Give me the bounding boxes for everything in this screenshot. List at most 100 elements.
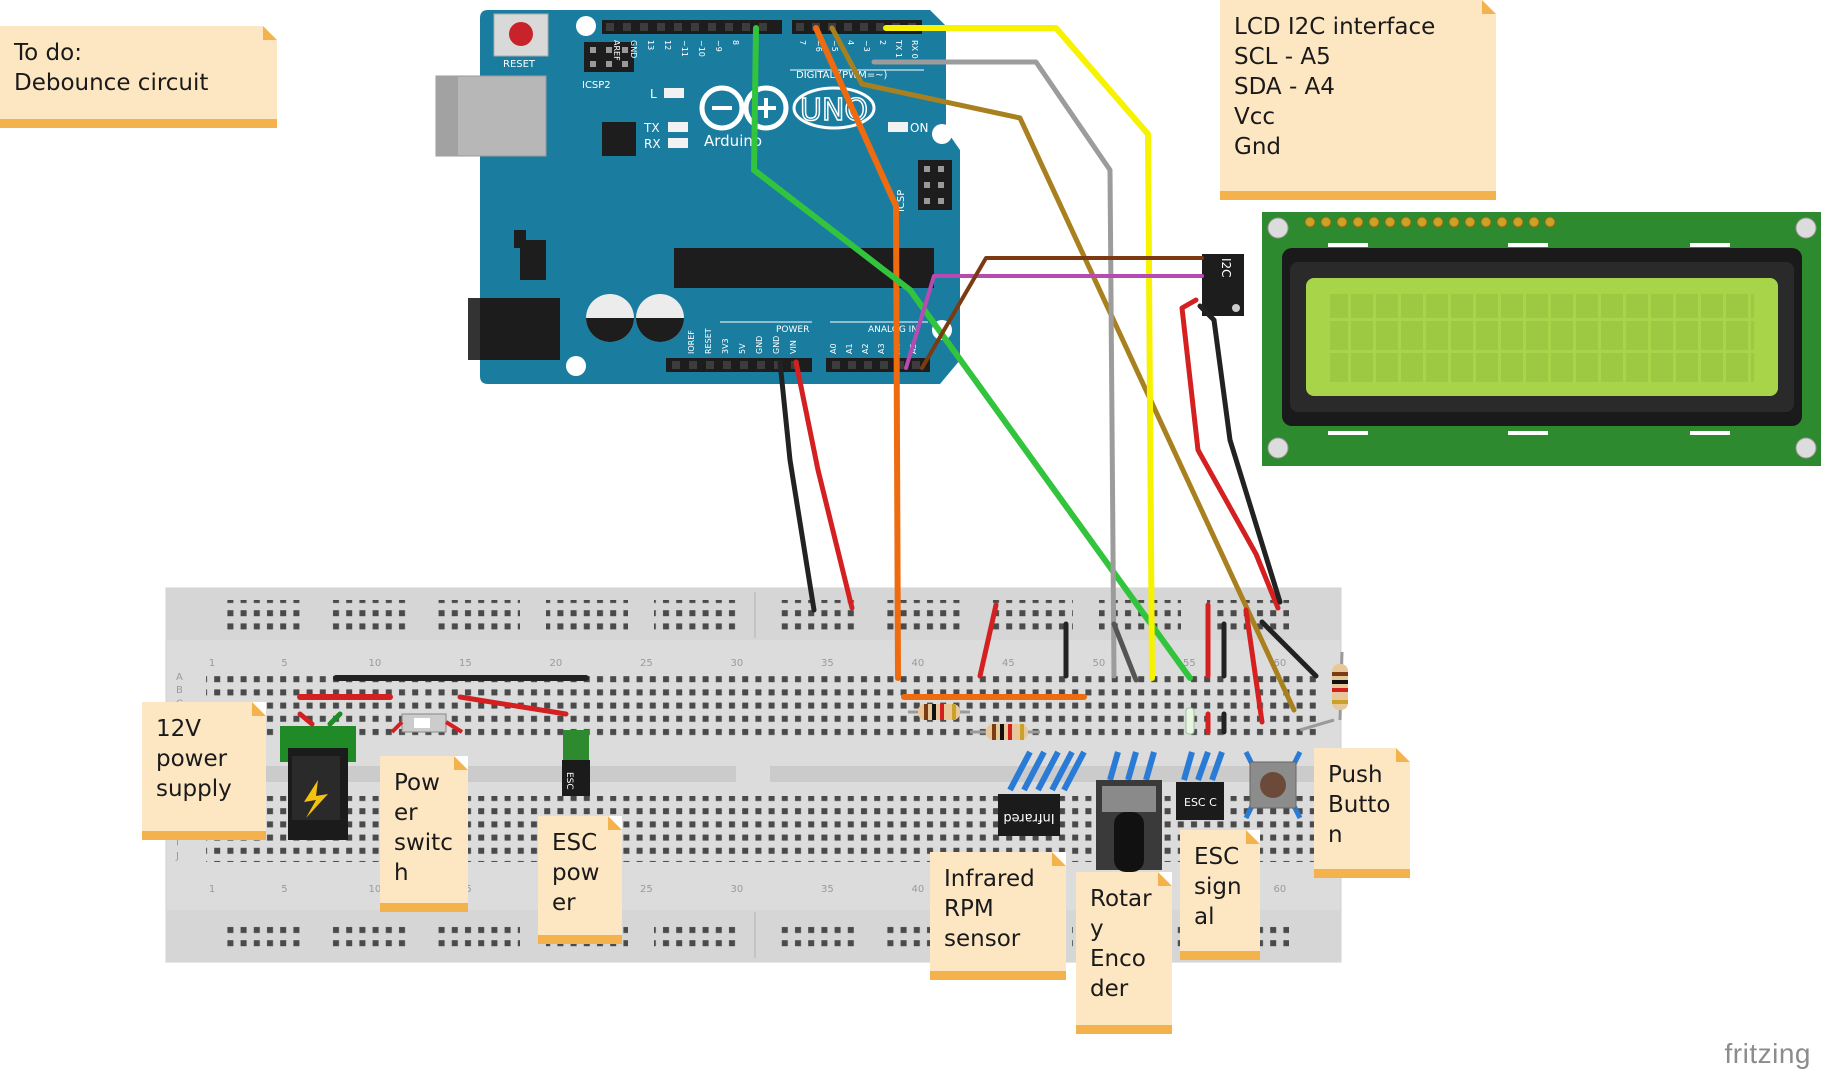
esc-signal-connector: ESC C: [1176, 750, 1225, 820]
infrared-sensor: Infrared: [998, 750, 1087, 836]
wire-brown-scl: [920, 256, 1204, 370]
resistor: [970, 724, 1040, 740]
lcd-pin: [1384, 216, 1396, 228]
pin-label: 8: [731, 40, 740, 45]
led-l: [664, 88, 684, 98]
note-rotary-encoder: Rotar y Enco der: [1076, 872, 1172, 1034]
pin-label: 5V: [738, 343, 747, 354]
column-number: 25: [640, 884, 653, 895]
wire-orange: [813, 25, 901, 681]
pin-label: ~10: [697, 40, 706, 57]
column-number: 40: [912, 658, 925, 669]
status-led: [1185, 707, 1195, 735]
note-line: SDA - A4: [1234, 74, 1335, 100]
column-number: 30: [731, 884, 744, 895]
note-line: RPM: [944, 896, 994, 922]
note-line: Gnd: [1234, 134, 1281, 160]
pin-label: GND: [772, 336, 781, 354]
column-number: 35: [821, 658, 834, 669]
note-line: Push: [1328, 762, 1383, 788]
lcd-pin: [1352, 216, 1364, 228]
wire-gray-lead: [1111, 621, 1139, 683]
pin-label: ~6: [814, 40, 823, 52]
note-line: ESC: [1194, 844, 1240, 870]
wire-green: [751, 25, 1193, 681]
note-line: Pow: [394, 770, 440, 796]
note-lcd-i2c-interface: LCD I2C interface SCL - A5 SDA - A4 Vcc …: [1220, 0, 1496, 200]
header-pin: [672, 361, 680, 369]
column-number: 50: [1093, 658, 1106, 669]
header-pin: [742, 23, 750, 31]
lcd-pin: [1480, 216, 1492, 228]
lcd-pin: [1496, 216, 1508, 228]
note-line: 12V: [156, 716, 202, 742]
note-push-button: Push Butto n: [1314, 748, 1410, 878]
pin-label: ~3: [862, 40, 871, 52]
brand-label: Arduino: [704, 132, 762, 150]
header-pin: [674, 23, 682, 31]
header-pin: [706, 361, 714, 369]
pin-label: A2: [861, 343, 870, 354]
mounting-hole: [1795, 217, 1817, 239]
power-header: [666, 358, 812, 372]
dc-power-jack: [468, 298, 560, 360]
note-line: pow: [552, 860, 600, 886]
resistor: [908, 704, 970, 720]
pin-label: TX 1: [894, 39, 903, 58]
row-letter: B: [176, 685, 183, 696]
note-line: al: [1194, 904, 1215, 930]
icsp2-header: [584, 42, 634, 72]
header-pin: [725, 23, 733, 31]
column-number: 5: [281, 658, 287, 669]
header-pin: [657, 23, 665, 31]
led-rx: [668, 138, 688, 148]
pin-label: A0: [829, 343, 838, 354]
header-pin: [832, 361, 840, 369]
pin-label: 7: [798, 40, 807, 45]
power-switch[interactable]: [390, 713, 464, 734]
header-pin: [896, 361, 904, 369]
resistor: [1299, 651, 1348, 732]
note-line: n: [1328, 822, 1343, 848]
wire-gold: [829, 25, 1297, 713]
l-label: L: [650, 87, 657, 101]
esc-signal-chip-label: ESC C: [1184, 796, 1217, 809]
note-line: der: [1090, 976, 1129, 1002]
note-line: Infrared: [944, 866, 1035, 892]
pin-label: 3V3: [721, 338, 730, 354]
top-rail-holes: [222, 600, 1289, 630]
lcd-pin: [1464, 216, 1476, 228]
note-12v-power-supply: 12V power supply: [142, 702, 266, 840]
wire-purple-sda: [904, 274, 1204, 370]
pin-label: VIN: [789, 340, 798, 354]
column-number: 1: [209, 658, 215, 669]
header-pin: [848, 361, 856, 369]
wire-lcd-gnd-black: [1197, 303, 1283, 605]
column-number: 10: [369, 658, 382, 669]
lcd-pin: [1416, 216, 1428, 228]
note-line: To do:: [14, 40, 82, 66]
push-button[interactable]: [1243, 750, 1303, 820]
header-pin: [880, 361, 888, 369]
column-number: 5: [281, 884, 287, 895]
rotary-encoder[interactable]: [1096, 751, 1162, 872]
mounting-hole: [566, 356, 586, 376]
column-number: 45: [1002, 658, 1015, 669]
wire-black-resistor: [1259, 619, 1319, 679]
header-pin: [623, 23, 631, 31]
pin-label: IOREF: [687, 330, 696, 354]
header-pin: [796, 23, 804, 31]
esc-power-chip-label: ESC: [564, 772, 574, 790]
i2c-module: I2C: [1202, 254, 1244, 316]
note-line: ESC: [552, 830, 598, 856]
pin-label: ~11: [680, 40, 689, 57]
header-pin: [708, 23, 716, 31]
lcd-pin: [1304, 216, 1316, 228]
header-pin: [691, 23, 699, 31]
column-number: 1: [209, 884, 215, 895]
note-line: er: [552, 890, 576, 916]
mounting-hole: [1795, 437, 1817, 459]
